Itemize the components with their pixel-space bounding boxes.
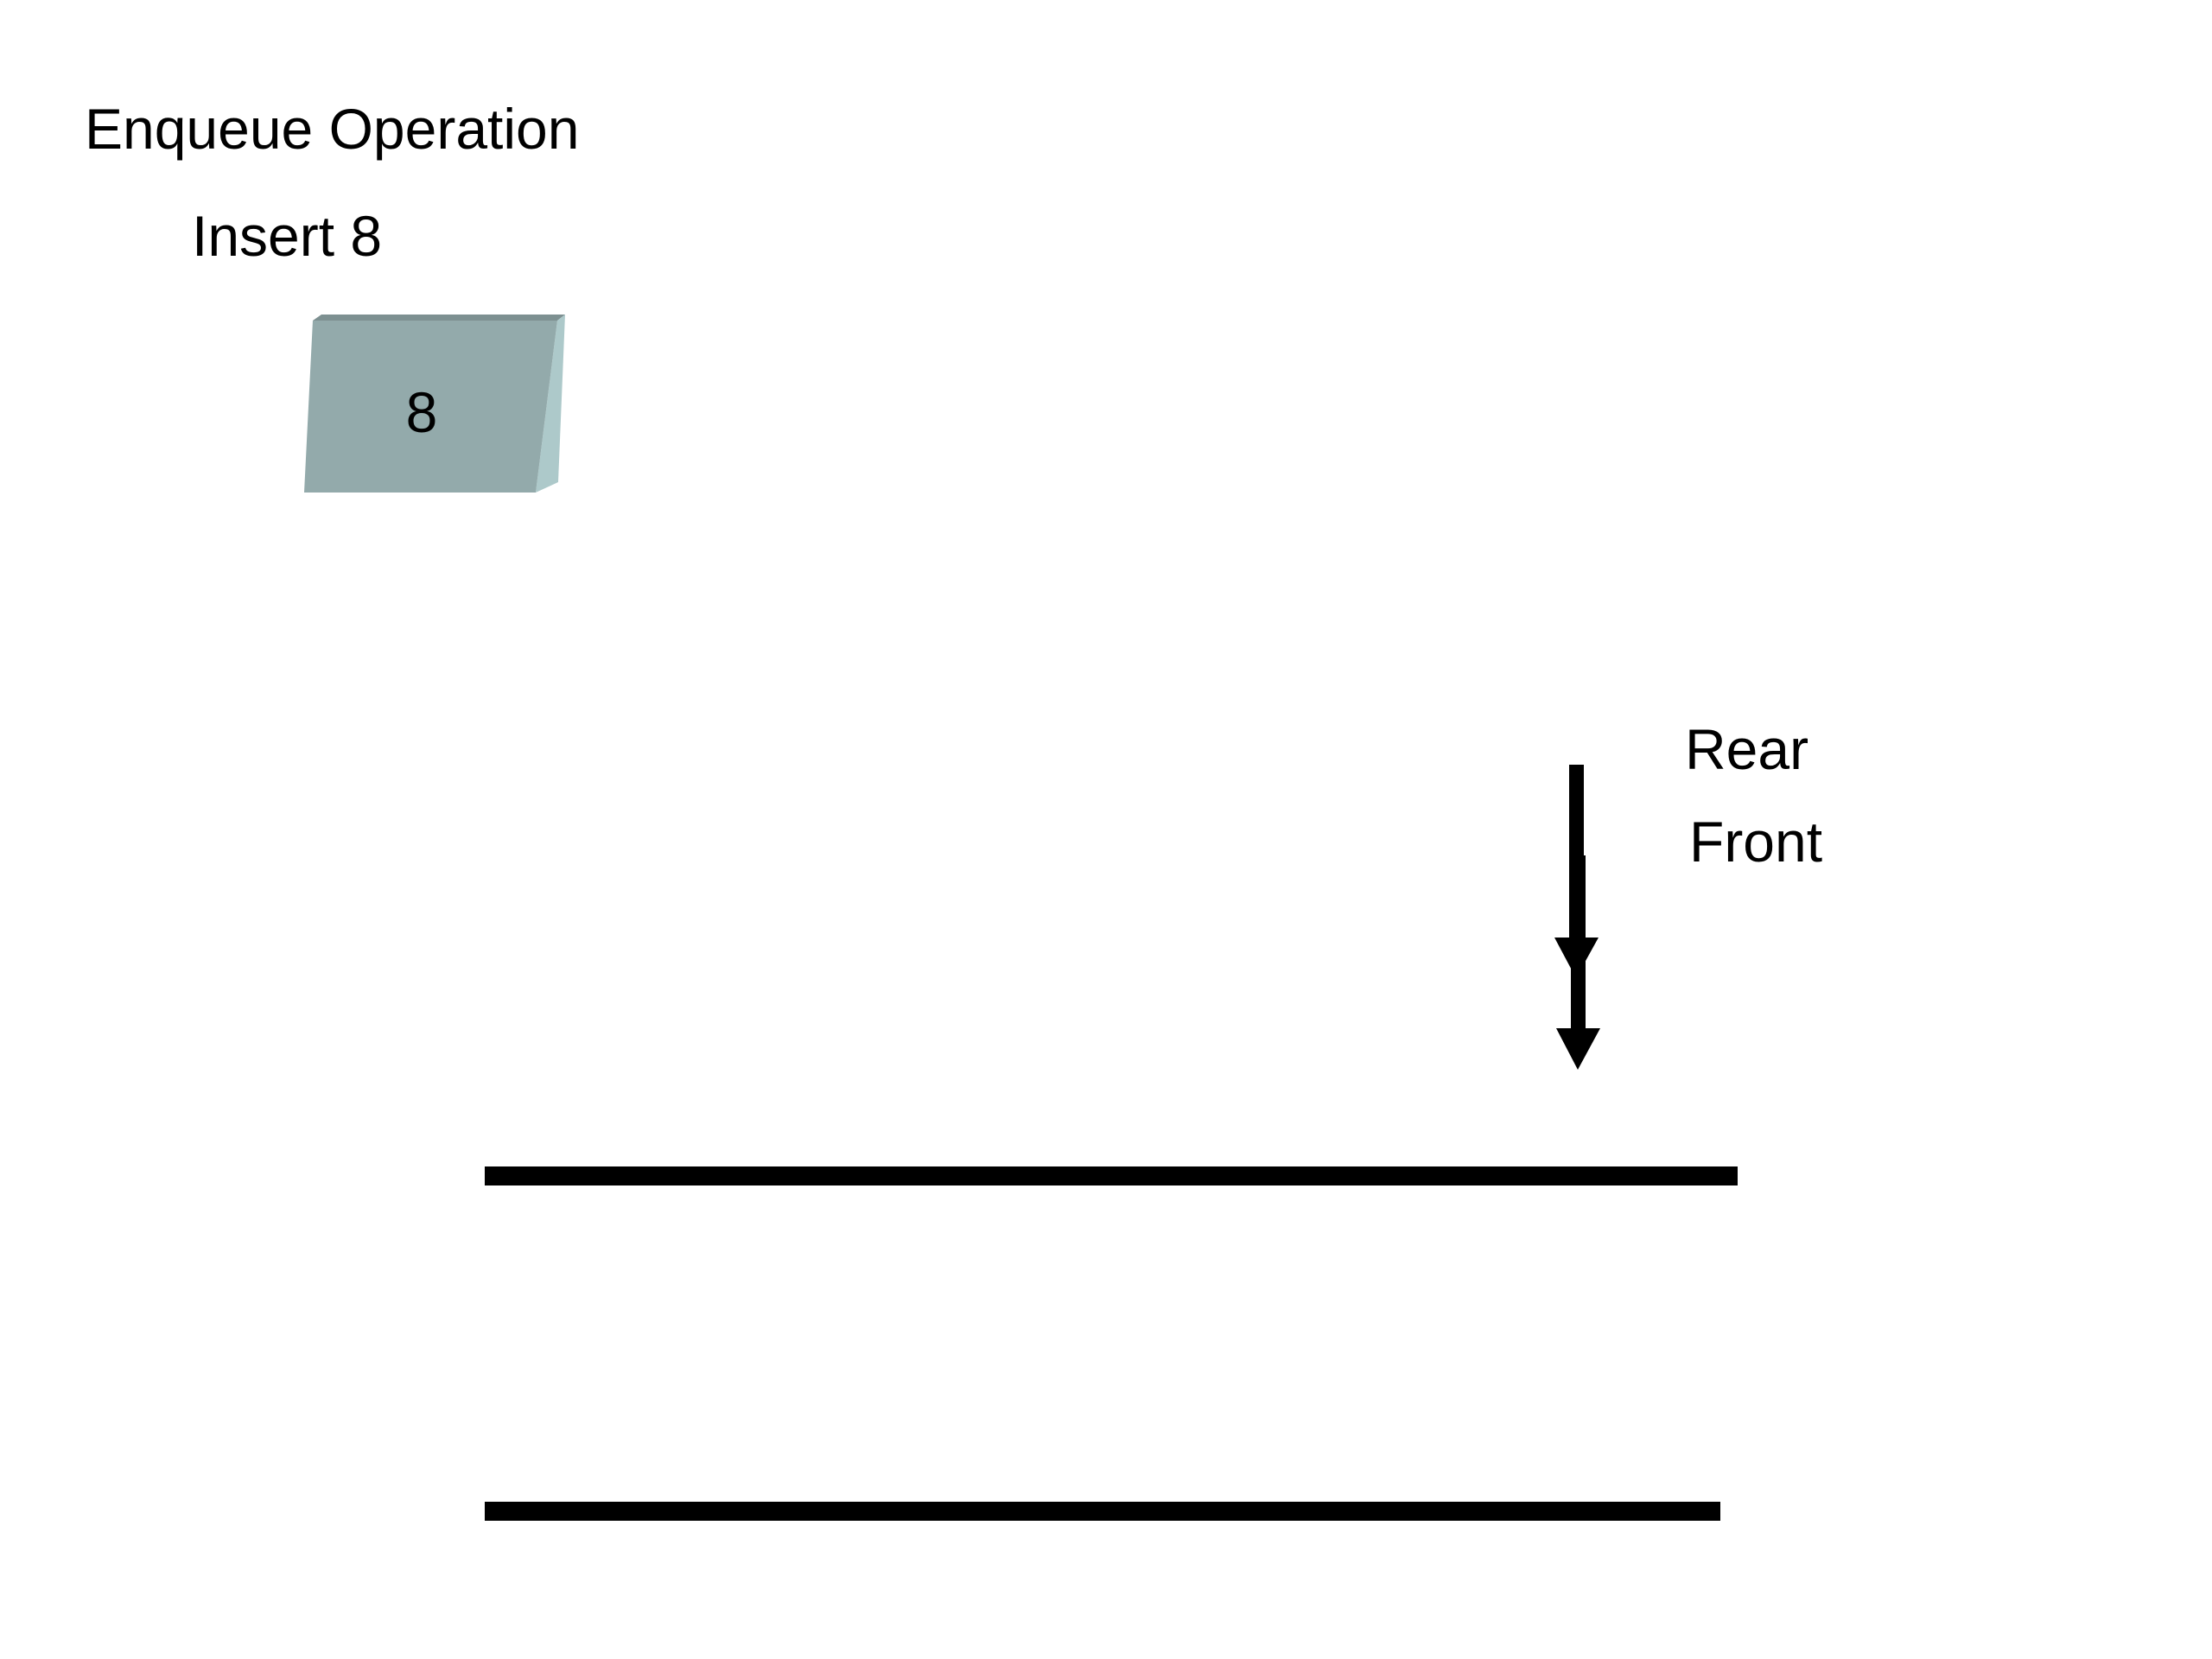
block-value: 8 bbox=[406, 380, 438, 444]
block-front-face bbox=[304, 321, 557, 493]
front-arrow bbox=[1556, 855, 1600, 1070]
front-arrow-head bbox=[1556, 1028, 1600, 1070]
queue-block[interactable]: 8 bbox=[304, 315, 565, 493]
block-top-face bbox=[313, 315, 565, 321]
rear-label: Rear bbox=[1685, 717, 1809, 781]
title: Enqueue Operation bbox=[85, 97, 580, 161]
step-label: Insert 8 bbox=[192, 204, 383, 268]
queue-bottom-line bbox=[485, 1502, 1720, 1521]
front-arrow-shaft bbox=[1571, 855, 1586, 1037]
block-side-face bbox=[536, 315, 565, 493]
queue-top-line bbox=[485, 1166, 1738, 1185]
front-label: Front bbox=[1689, 810, 1823, 874]
